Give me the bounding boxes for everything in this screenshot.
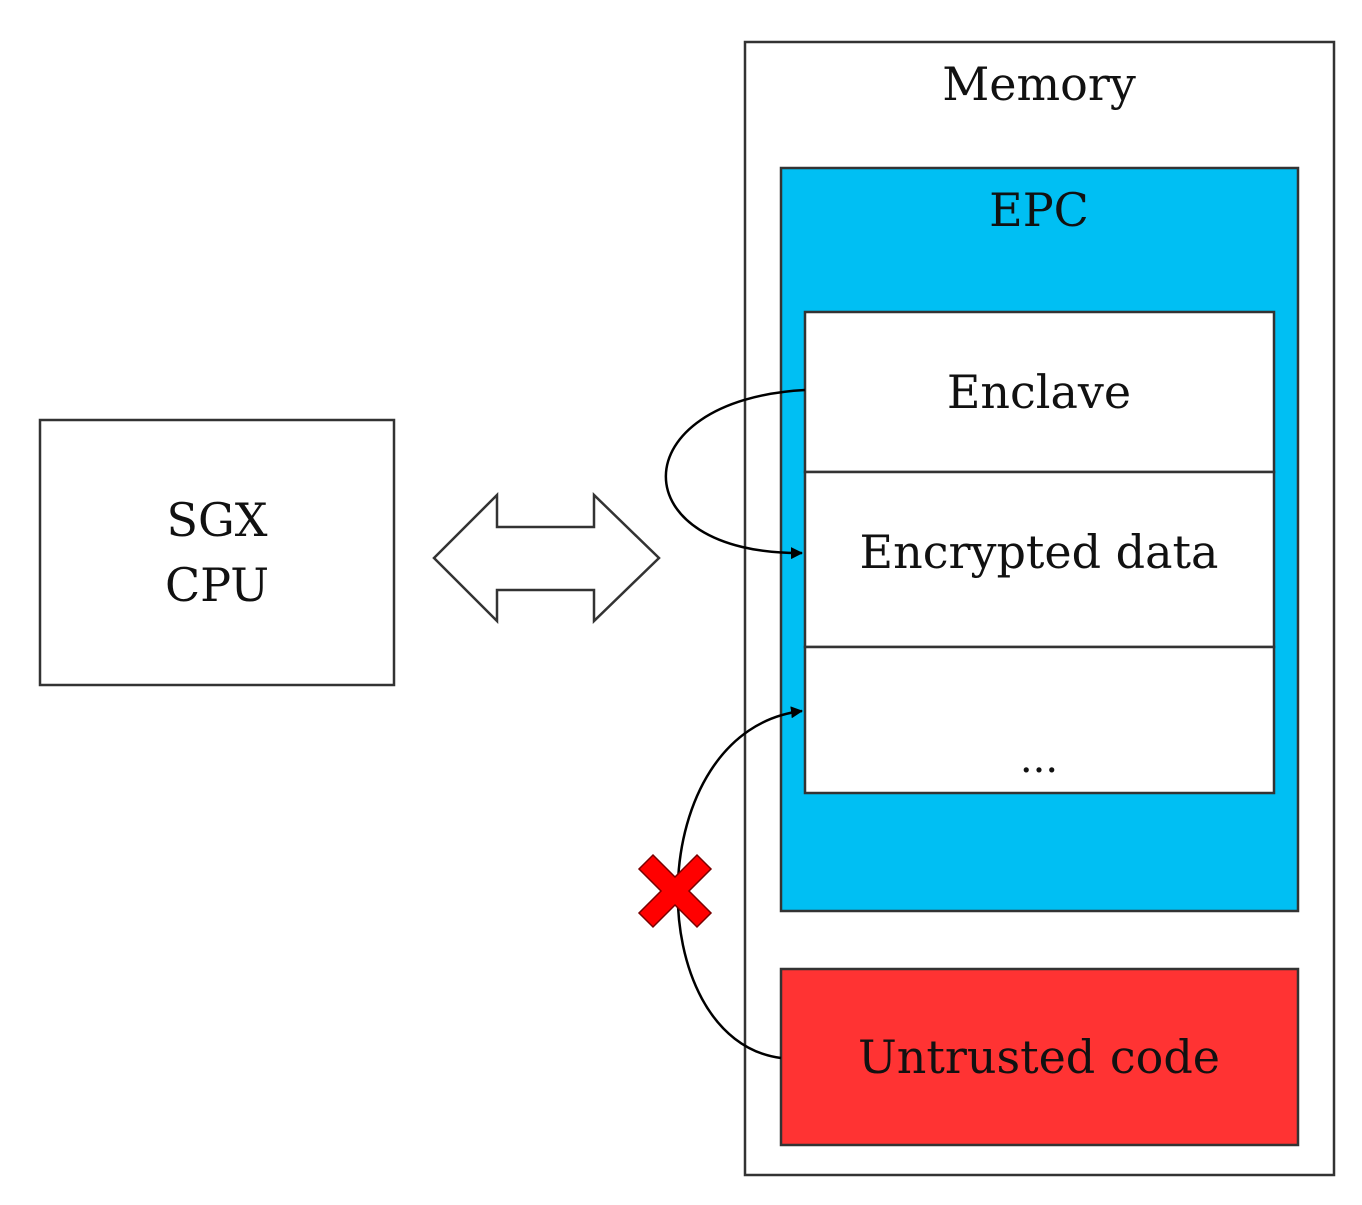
enclave-box xyxy=(803,310,1276,474)
other-region-label: ... xyxy=(1020,736,1058,782)
sgx-cpu-node: SGX CPU xyxy=(38,418,396,687)
encrypted-data-label: Encrypted data xyxy=(860,525,1219,579)
encrypted-data-box xyxy=(803,470,1276,649)
sgx-cpu-box xyxy=(38,418,396,687)
memory-title: Memory xyxy=(942,57,1136,111)
sgx-cpu-label-line1: SGX xyxy=(166,493,267,547)
untrusted-code-node: Untrusted code xyxy=(779,967,1300,1147)
enclave-label: Enclave xyxy=(947,365,1131,419)
untrusted-code-label: Untrusted code xyxy=(858,1030,1220,1084)
enclave-access-arrow xyxy=(664,388,806,560)
sgx-cpu-label-line2: CPU xyxy=(165,558,269,612)
epc-contents: Enclave Encrypted data ... xyxy=(803,310,1276,795)
other-region-box xyxy=(803,645,1276,795)
red-x-icon xyxy=(637,853,713,929)
epc-title: EPC xyxy=(989,183,1089,237)
double-headed-arrow-icon xyxy=(432,491,661,625)
untrusted-code-box xyxy=(779,967,1300,1147)
